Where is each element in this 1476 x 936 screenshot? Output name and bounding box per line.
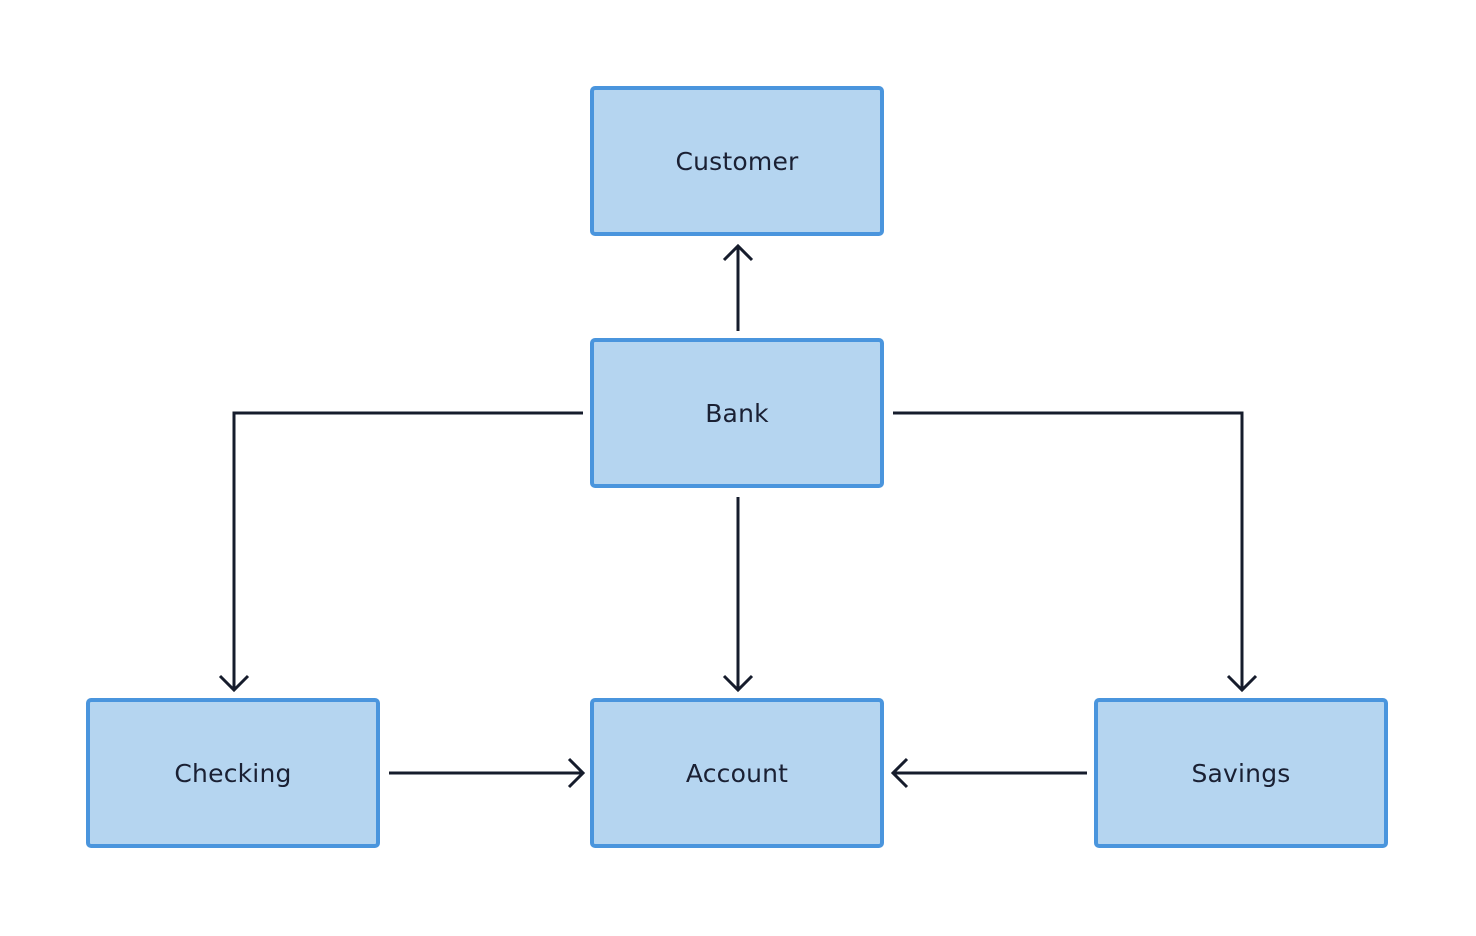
arrowhead-down-icon — [218, 674, 250, 693]
edge-bank-to-account — [722, 497, 754, 693]
arrowhead-up-icon — [722, 243, 754, 262]
node-label: Account — [685, 758, 789, 788]
node-label: Customer — [675, 146, 799, 176]
edge-line — [232, 411, 583, 690]
node-bank[interactable]: Bank — [590, 338, 884, 488]
edge-line — [893, 411, 1244, 690]
node-checking[interactable]: Checking — [86, 698, 380, 848]
arrowhead-left-icon — [890, 757, 909, 789]
node-savings[interactable]: Savings — [1094, 698, 1388, 848]
arrowhead-down-icon — [722, 674, 754, 693]
edge-checking-to-account — [389, 757, 586, 789]
edge-bank-to-savings — [893, 411, 1258, 693]
node-account[interactable]: Account — [590, 698, 884, 848]
node-label: Checking — [174, 758, 292, 788]
node-label: Bank — [705, 398, 769, 428]
node-label: Savings — [1191, 758, 1291, 788]
edge-bank-to-checking — [218, 411, 583, 693]
node-customer[interactable]: Customer — [590, 86, 884, 236]
arrowhead-right-icon — [567, 757, 586, 789]
arrowhead-down-icon — [1226, 674, 1258, 693]
edge-bank-to-customer — [722, 243, 754, 331]
edge-savings-to-account — [890, 757, 1087, 789]
